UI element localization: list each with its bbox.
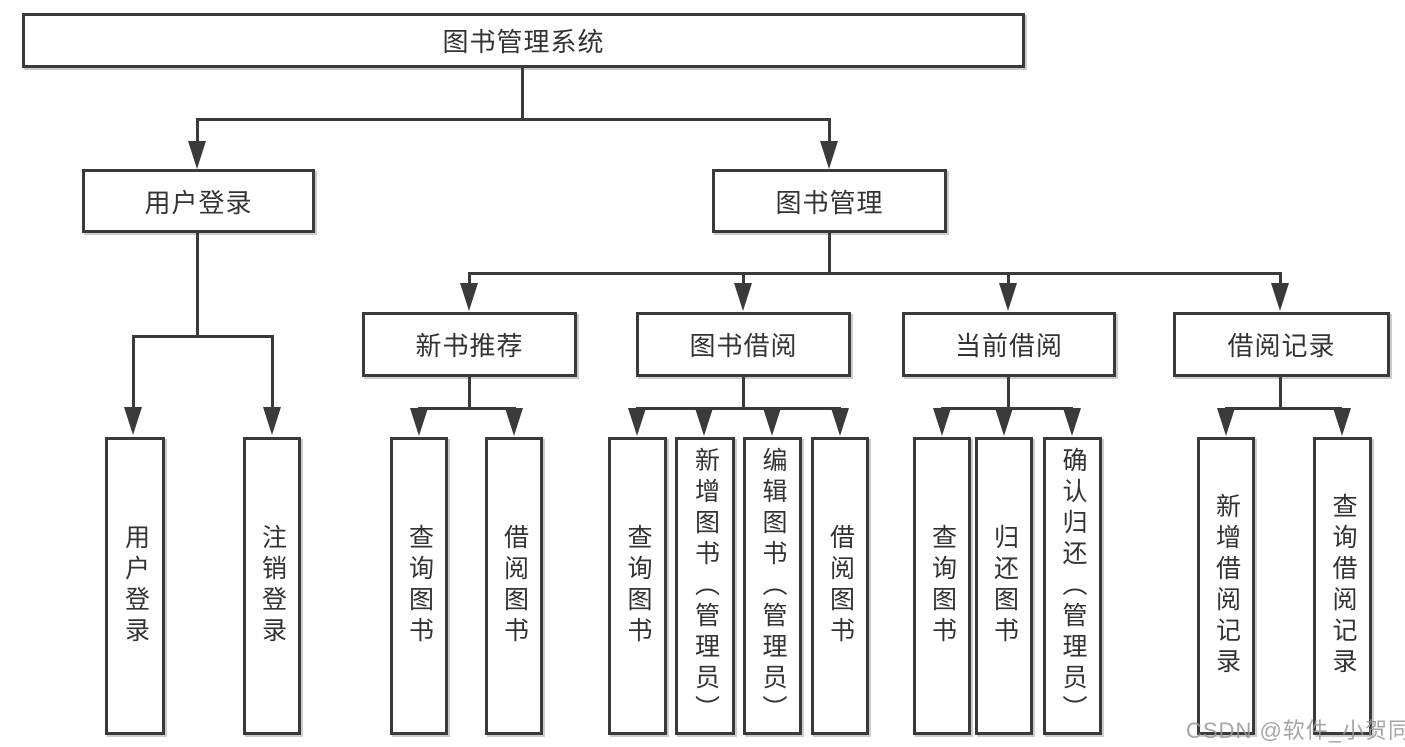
connector-borrow-records-bar [1225, 407, 1342, 410]
leaf-confirm-return-admin-label: 确认归还（管理员） [1059, 446, 1087, 726]
leaf-query-books-recommend-label: 查询图书 [405, 524, 434, 648]
arrowhead-new-book-recommend [460, 283, 478, 311]
connector-level2-bar [196, 118, 831, 121]
leaf-query-borrow-record: 查询借阅记录 [1313, 437, 1372, 735]
node-book-management: 图书管理 [712, 169, 947, 233]
connector-book-borrow-stub [742, 377, 745, 409]
arrowhead-current-borrow [999, 283, 1017, 311]
connector-level3-bar [468, 272, 1282, 275]
leaf-borrow-books-recommend: 借阅图书 [485, 437, 543, 735]
node-book-borrow: 图书借阅 [636, 312, 851, 377]
node-current-borrow: 当前借阅 [902, 312, 1116, 377]
connector-borrow-records-stem [1279, 272, 1282, 286]
leaf-borrow-books-label: 借阅图书 [826, 524, 855, 648]
arrowhead-query-borrow-record [1333, 408, 1351, 436]
leaf-add-borrow-record: 新增借阅记录 [1197, 437, 1255, 735]
node-root: 图书管理系统 [22, 13, 1025, 68]
connector-leaf-user-login-stem [132, 335, 135, 410]
arrowhead-book-management [820, 141, 838, 169]
connector-leaf-logout-stem [271, 335, 274, 410]
node-new-book-recommend-label: 新书推荐 [415, 331, 524, 361]
connector-book-management-stub [828, 233, 831, 275]
node-user-login-label: 用户登录 [144, 187, 253, 218]
connector-borrow-records-stub [1279, 377, 1282, 409]
leaf-query-books-borrow: 查询图书 [608, 437, 667, 735]
node-current-borrow-label: 当前借阅 [954, 331, 1063, 361]
connector-new-book-recommend-stem [468, 272, 471, 286]
node-user-login: 用户登录 [82, 169, 315, 233]
node-book-borrow-label: 图书借阅 [689, 331, 798, 361]
leaf-user-login-label: 用户登录 [121, 524, 150, 648]
arrowhead-query-books-borrow [628, 408, 646, 436]
connector-current-borrow-stem [1007, 272, 1010, 286]
connector-book-management-stem [828, 118, 831, 144]
leaf-add-books-admin-label: 新增图书（管理员） [691, 446, 720, 726]
leaf-borrow-books-recommend-label: 借阅图书 [500, 524, 529, 648]
arrowhead-borrow-books [831, 408, 849, 436]
node-book-management-label: 图书管理 [775, 187, 884, 218]
arrowhead-add-books-admin [695, 408, 713, 436]
leaf-user-login: 用户登录 [105, 437, 165, 735]
leaf-logout: 注销登录 [243, 437, 301, 735]
leaf-query-books-recommend: 查询图书 [390, 437, 448, 735]
arrowhead-query-books-recommend [410, 408, 428, 436]
node-new-book-recommend: 新书推荐 [362, 312, 577, 377]
arrowhead-leaf-user-login [124, 407, 142, 435]
connector-book-borrow-stem [742, 272, 745, 286]
connector-book-borrow-bar [636, 407, 841, 410]
leaf-logout-label: 注销登录 [258, 524, 287, 648]
connector-user-login-stub [196, 233, 199, 337]
leaf-query-borrow-record-label: 查询借阅记录 [1329, 493, 1357, 679]
leaf-add-borrow-record-label: 新增借阅记录 [1212, 493, 1241, 679]
connector-new-book-recommend-stub [468, 377, 471, 409]
leaf-borrow-books: 借阅图书 [811, 437, 869, 735]
connector-current-borrow-stub [1007, 377, 1010, 409]
watermark-text: CSDN @软件_小贺同学 [1186, 718, 1405, 743]
connector-user-login-bar [132, 335, 274, 338]
arrowhead-user-login [188, 141, 206, 169]
arrowhead-edit-books-admin [763, 408, 781, 436]
connector-new-book-recommend-bar [418, 407, 516, 410]
leaf-confirm-return-admin: 确认归还（管理员） [1043, 437, 1102, 735]
arrowhead-confirm-return-admin [1063, 408, 1081, 436]
arrowhead-add-borrow-record [1217, 408, 1235, 436]
arrowhead-borrow-records [1271, 283, 1289, 311]
node-root-label: 图书管理系统 [442, 27, 605, 57]
arrowhead-book-borrow [734, 283, 752, 311]
leaf-query-books-current: 查询图书 [913, 437, 971, 735]
arrowhead-query-books-current [933, 408, 951, 436]
connector-user-login-stem [196, 118, 199, 144]
leaf-edit-books-admin: 编辑图书（管理员） [743, 437, 802, 735]
node-borrow-records: 借阅记录 [1173, 312, 1390, 377]
leaf-query-books-current-label: 查询图书 [928, 524, 957, 648]
leaf-return-books-label: 归还图书 [990, 524, 1019, 648]
connector-root-stub [521, 68, 524, 120]
arrowhead-leaf-logout [263, 407, 281, 435]
leaf-edit-books-admin-label: 编辑图书（管理员） [759, 446, 787, 726]
arrowhead-borrow-books-recommend [505, 408, 523, 436]
arrowhead-return-books [995, 408, 1013, 436]
leaf-add-books-admin: 新增图书（管理员） [675, 437, 735, 735]
leaf-return-books: 归还图书 [975, 437, 1033, 735]
leaf-query-books-borrow-label: 查询图书 [624, 524, 652, 648]
node-borrow-records-label: 借阅记录 [1227, 331, 1336, 361]
